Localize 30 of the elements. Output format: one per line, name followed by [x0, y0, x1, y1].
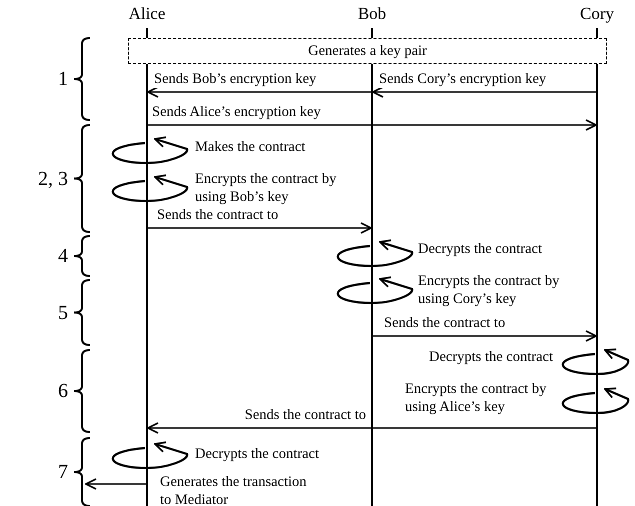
- self-loop-arrow: [112, 136, 188, 164]
- step-number: 5: [58, 302, 68, 324]
- step-number: 2, 3: [38, 168, 68, 190]
- participant-name: Alice: [128, 4, 166, 24]
- self-loop-arrow: [562, 348, 630, 376]
- self-loop-arrow: [112, 441, 188, 470]
- participant-name: Bob: [356, 4, 388, 24]
- message-arrow: [373, 330, 597, 342]
- edge-label: Decrypts the contract: [426, 348, 555, 366]
- edge-label: Decrypts the contract: [416, 240, 544, 258]
- self-loop-arrow: [337, 239, 414, 268]
- step-number: 6: [58, 380, 68, 402]
- participant-name: Cory: [579, 4, 615, 24]
- self-loop-arrow: [337, 276, 414, 304]
- edge-label: Sends Alice’s encryption key: [150, 103, 323, 121]
- message-arrow: [148, 222, 372, 234]
- edge-label: Decrypts the contract: [193, 445, 322, 463]
- message-arrow: [85, 478, 146, 490]
- message-arrow: [147, 422, 596, 434]
- self-loop-arrow: [562, 388, 630, 414]
- message-arrow: [148, 119, 597, 131]
- edge-label: Sends Cory’s encryption key: [377, 70, 548, 88]
- message-arrow: [372, 86, 596, 98]
- process-box: Generates a key pair: [128, 38, 607, 64]
- step-number: 4: [58, 245, 68, 267]
- step-number: 1: [58, 68, 68, 90]
- self-loop-arrow: [112, 174, 188, 202]
- message-arrow: [147, 86, 371, 98]
- step-number: 7: [58, 461, 68, 483]
- edge-label: Sends Bob’s encryption key: [152, 70, 318, 88]
